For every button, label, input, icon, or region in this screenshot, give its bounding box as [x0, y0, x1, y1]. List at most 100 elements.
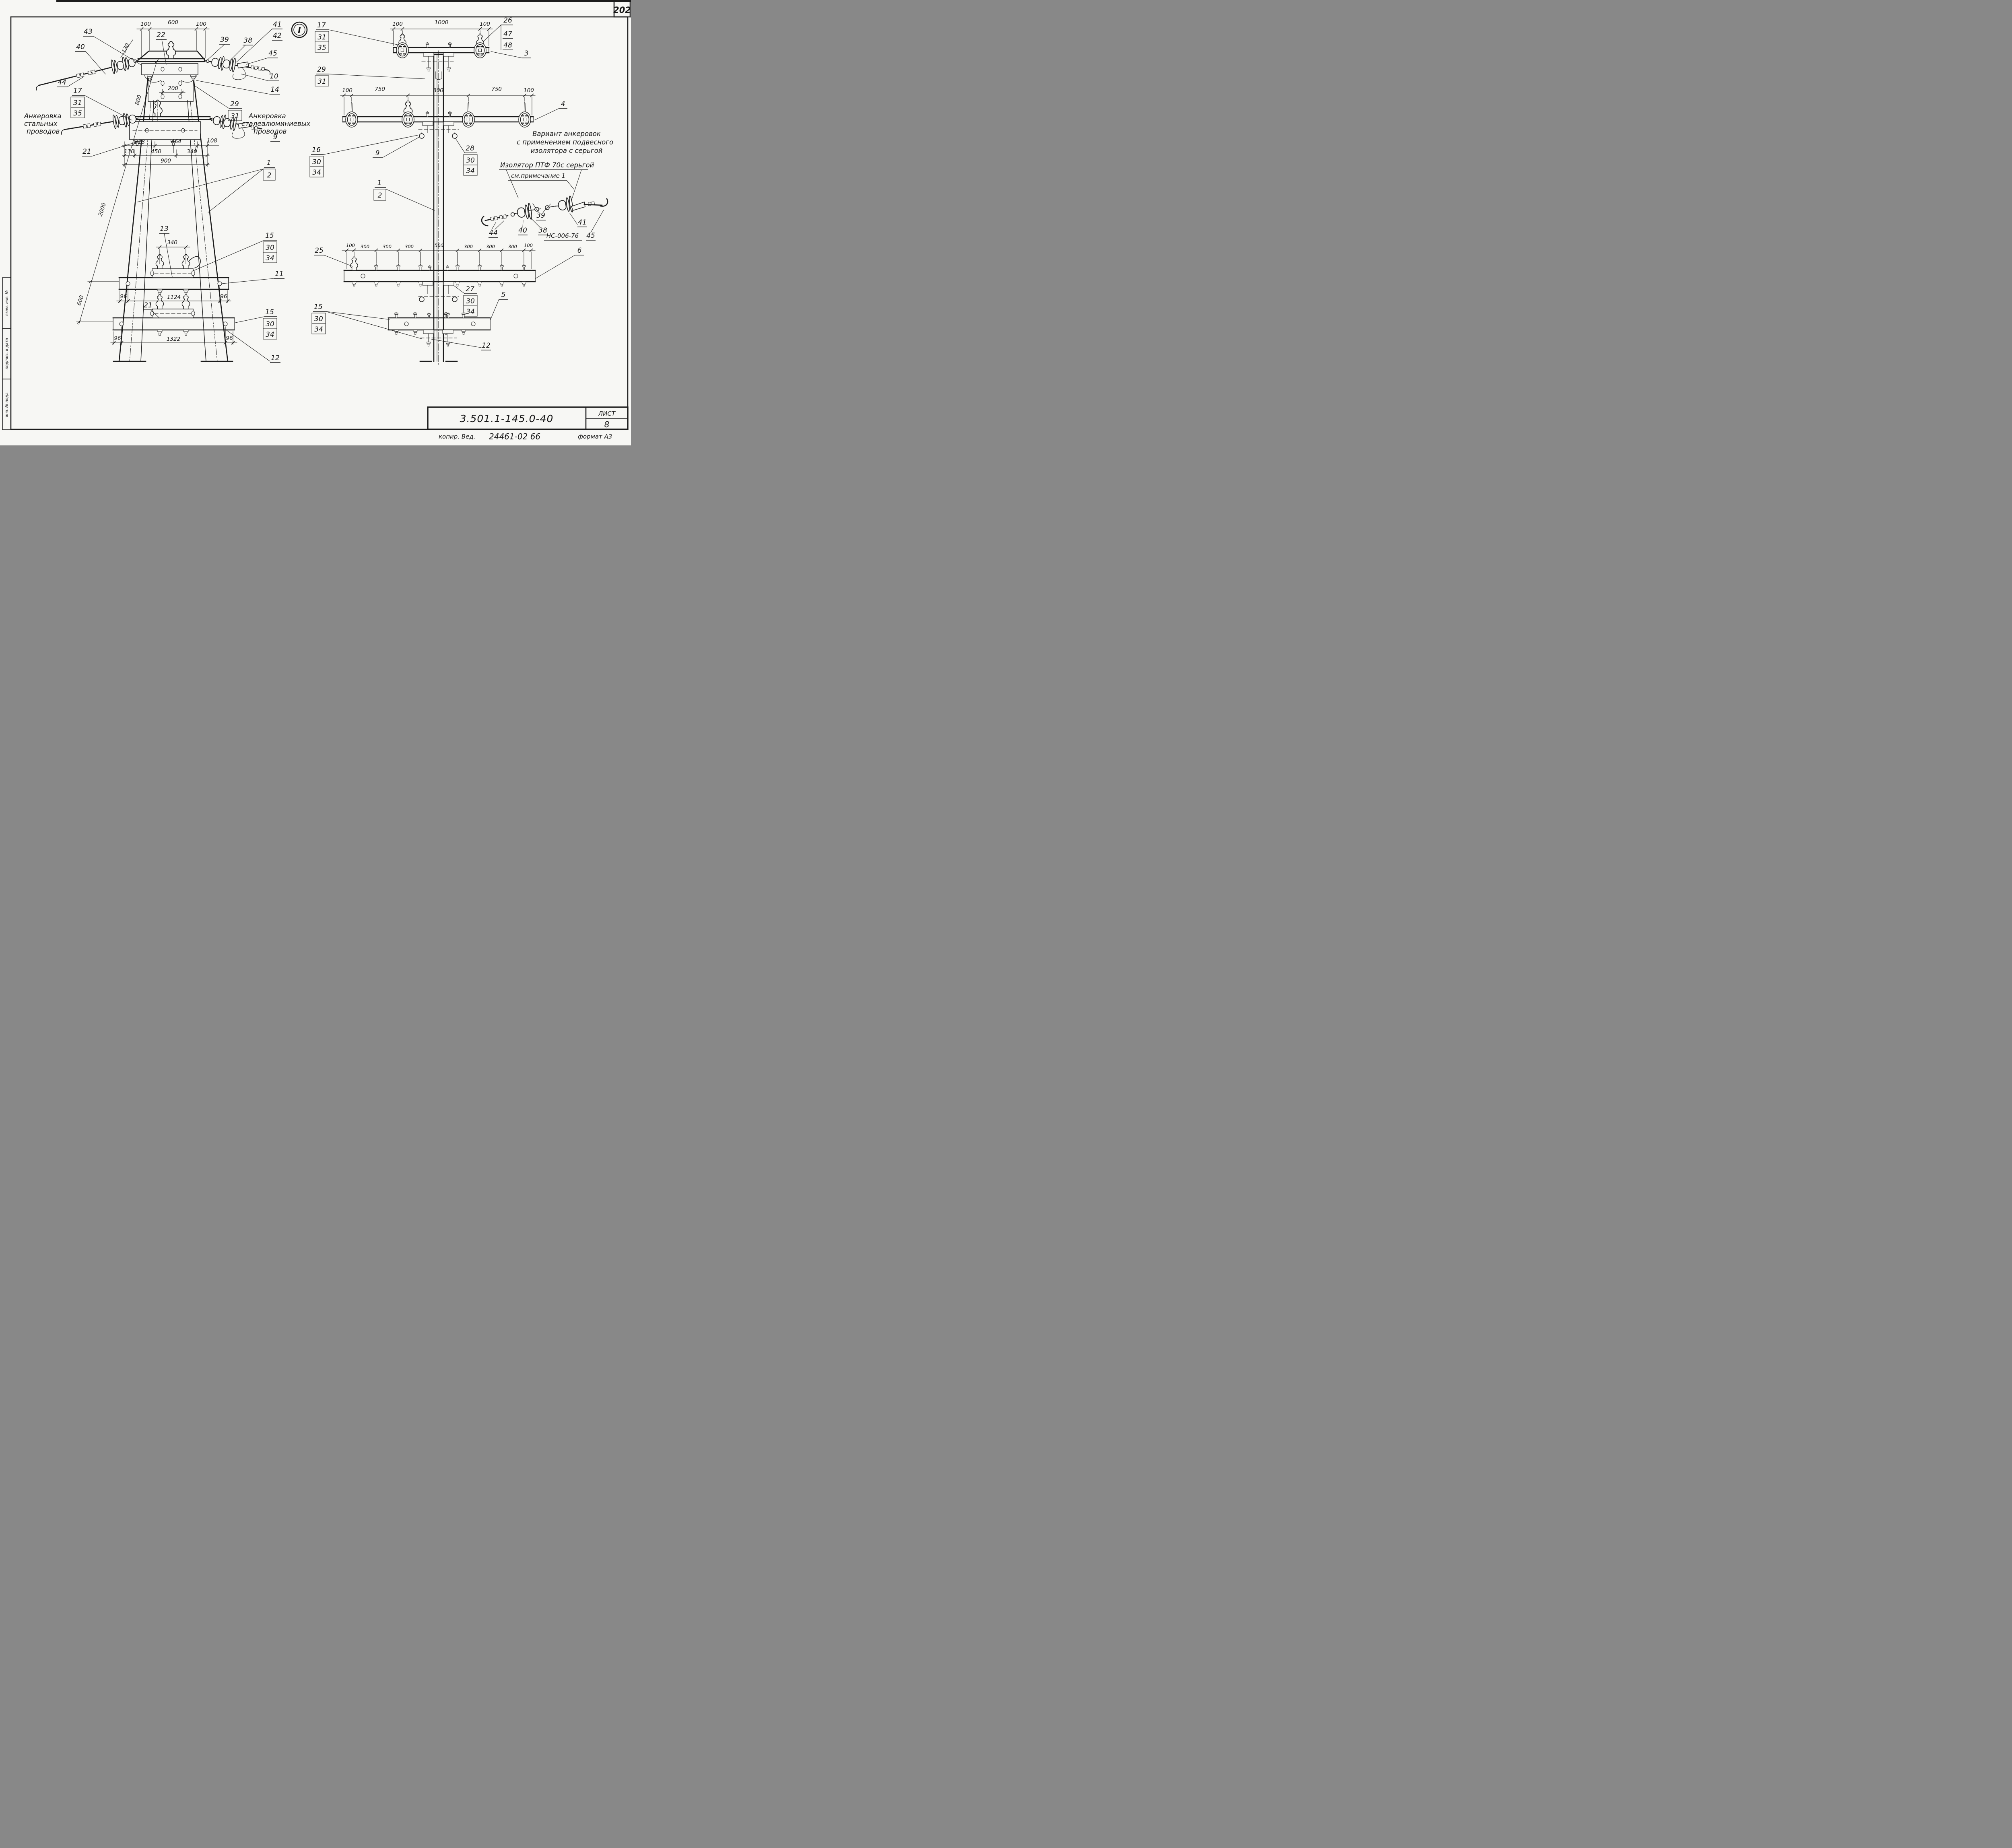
svg-text:35: 35	[73, 109, 82, 117]
sheet-number: 8	[604, 420, 610, 429]
left-top-traverse	[137, 41, 205, 83]
svg-text:44: 44	[489, 229, 498, 237]
svg-text:26: 26	[503, 16, 512, 25]
svg-text:35: 35	[317, 44, 326, 52]
left-low-dim-row: 96 1322 96	[110, 326, 237, 345]
svg-text:44: 44	[58, 78, 66, 87]
callout-9-right: 9	[373, 136, 420, 158]
dim-450: 450	[151, 148, 161, 155]
callout-5: 5	[490, 291, 508, 320]
dim-1322: 1322	[167, 336, 180, 342]
svg-text:с применением подвесного: с применением подвесного	[517, 138, 613, 146]
callout-stack-15-30-34-right: 15 30 34	[311, 303, 422, 339]
svg-text:16: 16	[312, 146, 321, 154]
callout-12-left: 12	[226, 330, 280, 363]
dim-96-low-right: 96	[226, 335, 233, 342]
callout-13: 13	[159, 225, 173, 277]
callout-stack-29-31-right: 29 31	[315, 66, 425, 87]
dim-a3-300d: 300	[464, 244, 473, 249]
svg-text:29: 29	[317, 66, 326, 74]
doc-number: 3.501.1-145.0-40	[460, 413, 554, 424]
left-view: 100 600 100 130 200 328 464 108	[24, 19, 311, 363]
dim-r100-left: 100	[392, 21, 403, 27]
svg-text:изолятора с серьгой: изолятора с серьгой	[531, 147, 603, 155]
callout-3: 3	[491, 49, 531, 58]
svg-text:12: 12	[482, 342, 491, 350]
label-anchor-steel: Анкеровка стальных проводов	[24, 112, 62, 135]
svg-text:22: 22	[157, 31, 165, 39]
dim-a3-300e: 300	[486, 244, 495, 249]
callout-14: 14	[196, 80, 280, 95]
left-anchor-traverse	[129, 99, 211, 153]
title-block: 3.501.1-145.0-40 ЛИСТ 8	[427, 406, 629, 430]
callout-39-right: 39	[532, 203, 551, 220]
dim-1124: 1124	[167, 294, 181, 301]
left-anchor-string-steel	[61, 111, 140, 135]
svg-text:41: 41	[273, 21, 282, 29]
svg-text:47: 47	[503, 30, 512, 38]
svg-text:2: 2	[378, 192, 382, 200]
dim-340-row: 340	[187, 148, 197, 155]
dim-200: 200	[168, 85, 178, 92]
left-mid-dim-row: 96 1124 96	[116, 286, 231, 303]
dim-110: 110	[124, 148, 134, 155]
svg-text:42: 42	[273, 32, 282, 40]
svg-text:11: 11	[275, 270, 284, 278]
callout-44-right: 44	[489, 220, 504, 238]
svg-text:38: 38	[538, 227, 547, 235]
dim-a2-100l: 100	[342, 87, 353, 94]
callout-stack-15-30-34-low: 15 30 34	[235, 308, 277, 340]
left-middle-crossarm	[118, 254, 229, 303]
callout-stack-28-30-34: 28 30 34	[455, 138, 478, 176]
dim-a3-300c: 300	[405, 244, 414, 249]
svg-text:34: 34	[466, 308, 475, 316]
callout-45-right: 45	[586, 210, 604, 241]
callout-21-anchor: 21	[82, 141, 138, 157]
callout-stack-17-31-35-left: 17 31 35	[70, 87, 132, 121]
callout-43: 43	[83, 28, 142, 66]
callout-stack-29-31-left: 29 31	[194, 85, 242, 121]
left-vertical-dim-chain: 800 2000 600	[76, 59, 159, 325]
svg-text:29: 29	[230, 100, 239, 108]
svg-text:9: 9	[375, 149, 380, 157]
callout-40-right: 40	[518, 220, 528, 235]
label-insulator-note: Изолятор ПТФ 70с серьгой см.примечание 1	[499, 161, 594, 201]
svg-text:27: 27	[466, 285, 474, 293]
dim-130: 130	[120, 42, 131, 54]
left-mid-dim-340: 340	[156, 239, 190, 264]
dim-top-600: 600	[168, 19, 178, 26]
svg-text:45: 45	[268, 49, 277, 58]
svg-text:34: 34	[266, 331, 274, 339]
sheet-frame: 202	[10, 0, 631, 430]
dim-a2-750r: 750	[491, 86, 502, 93]
svg-text:см.примечание 1: см.примечание 1	[511, 172, 565, 179]
callout-38-left: 38	[229, 37, 253, 62]
right-arm3-dimension-chain: 100 300 300 300 500 300 300 300 100	[342, 243, 536, 269]
svg-text:5: 5	[501, 291, 506, 299]
svg-text:Анкеровка: Анкеровка	[24, 112, 62, 120]
svg-text:25: 25	[315, 247, 324, 255]
dim-96-mid-left: 96	[120, 293, 127, 300]
svg-text:10: 10	[270, 72, 278, 80]
dim-top-100-right: 100	[196, 21, 206, 27]
drawing-canvas: 202 взам. инв. № подпись и дата инв. № п…	[2, 0, 631, 441]
margin-box-inv: инв. № подл.	[5, 391, 9, 418]
right-crossarm-2	[342, 100, 534, 139]
svg-text:проводов: проводов	[254, 128, 287, 135]
callout-stack-1-2-left: 1 2	[137, 159, 276, 213]
label-variant: Вариант анкеровок с применением подвесно…	[517, 130, 613, 155]
copyist-label: копир. Вед.	[439, 433, 476, 440]
dim-600-left: 600	[76, 295, 85, 306]
callout-45-left: 45	[246, 49, 278, 65]
left-anchor-dim-rows: 328 464 108 110 450 340 900	[122, 138, 219, 167]
dim-a3-100l: 100	[346, 243, 355, 248]
svg-text:30: 30	[466, 297, 475, 305]
callout-40: 40	[75, 43, 106, 74]
frame-border	[10, 16, 629, 430]
svg-text:6: 6	[577, 247, 582, 255]
callout-44-left: 44	[57, 77, 83, 87]
drawing-sheet: 202 взам. инв. № подпись и дата инв. № п…	[0, 0, 631, 445]
dim-a3-300f: 300	[508, 244, 517, 249]
callout-38-right: 38	[528, 216, 548, 235]
svg-text:2: 2	[267, 171, 272, 179]
